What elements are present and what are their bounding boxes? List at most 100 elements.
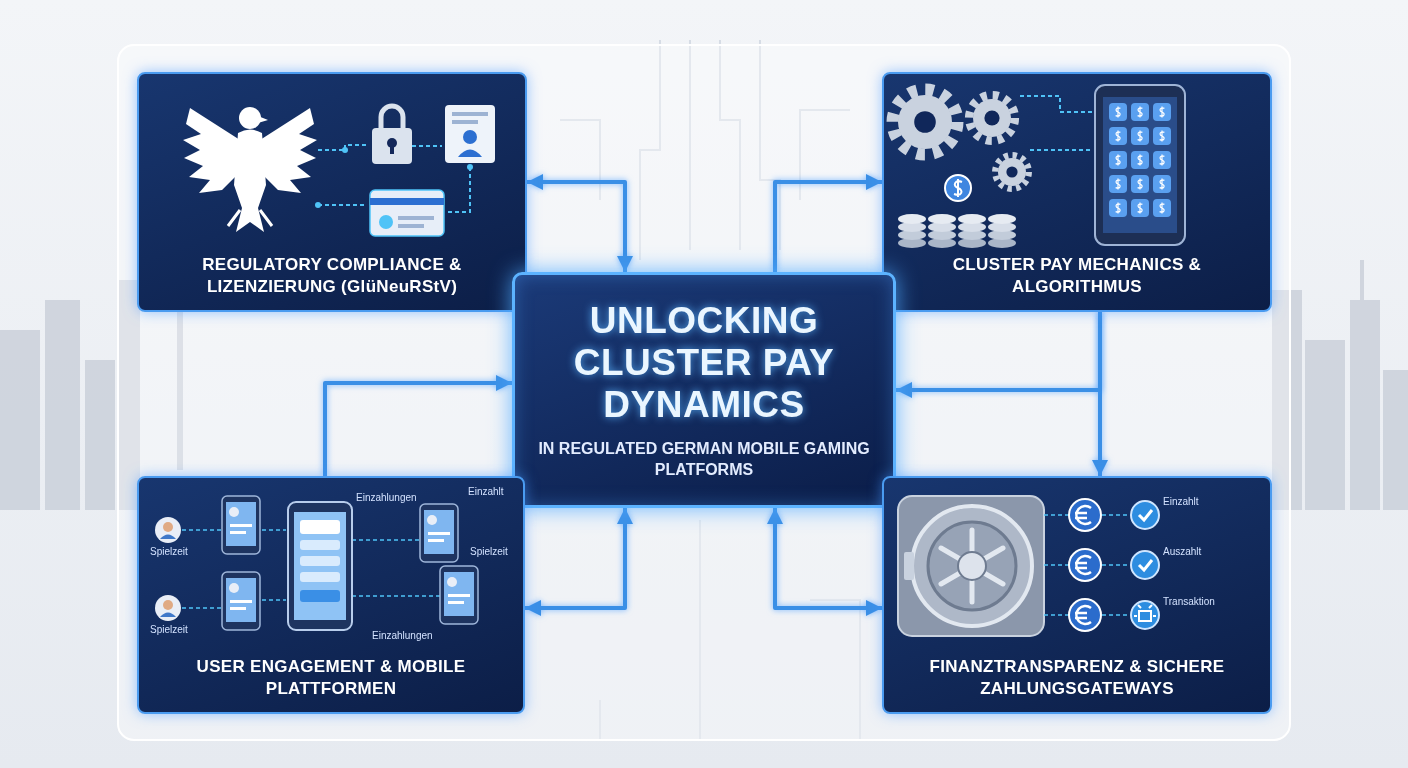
dashed-link <box>1044 514 1068 516</box>
mobile-phones <box>440 566 478 624</box>
user-avatars <box>155 517 181 621</box>
panel-title: CLUSTER PAY MECHANICS & ALGORITHMUS <box>896 254 1258 298</box>
circuit-lines <box>800 110 850 200</box>
vault-icon <box>972 548 1003 566</box>
dashed-link <box>318 145 470 212</box>
status-icons <box>1131 601 1159 629</box>
mobile-phones <box>222 572 260 630</box>
dashed-link <box>1102 614 1130 616</box>
phone-grid <box>1109 103 1127 121</box>
panel-title: USER ENGAGEMENT & MOBILE PLATTFORMEN <box>151 656 511 700</box>
phone-grid <box>1153 127 1171 145</box>
phone-grid <box>1131 175 1149 193</box>
eagle-wing <box>260 108 317 193</box>
vault-icon <box>928 522 1016 610</box>
phone-grid <box>1131 103 1149 121</box>
id-card-icon <box>452 120 478 124</box>
dashed-link <box>1102 514 1130 516</box>
coin-stacks <box>898 214 926 248</box>
dashed-link <box>1020 96 1092 150</box>
dashed-link <box>352 595 440 597</box>
id-card-icon <box>452 112 488 116</box>
eagle-wing <box>183 108 240 193</box>
vault-icon <box>970 530 975 566</box>
status-icons <box>1134 605 1156 621</box>
skyline <box>85 360 115 510</box>
vault-icon <box>898 496 1044 636</box>
icon-label: Einzahlt <box>1163 496 1199 508</box>
coin-stacks <box>898 214 1016 248</box>
dashed-link <box>1102 564 1130 566</box>
circuit-lines <box>760 40 780 250</box>
icon-label: Spielzeit <box>150 546 188 558</box>
mobile-phones <box>300 540 340 550</box>
lock-icon <box>381 106 403 130</box>
mobile-phones <box>300 572 340 582</box>
mobile-phones <box>420 504 458 562</box>
circuit-lines <box>699 520 701 740</box>
phone-grid <box>1131 127 1149 145</box>
dashed-link <box>182 607 222 609</box>
eagle-emblem <box>234 130 266 233</box>
lock-icon <box>390 145 394 154</box>
circuit-lines <box>640 40 660 260</box>
gear-icons <box>969 95 1015 141</box>
flow-arrow <box>325 383 512 476</box>
icon-label: Einzahlungen <box>356 492 417 504</box>
dollar-coin <box>945 175 971 201</box>
icon-label: Einzahlungen <box>372 630 433 642</box>
circuit-lines <box>599 700 601 740</box>
euro-icons <box>1069 599 1101 631</box>
dashed-link <box>262 599 286 601</box>
mobile-phones <box>294 512 346 620</box>
id-card-icon <box>445 105 495 163</box>
lock-icon <box>372 106 412 164</box>
panel-title: FINANZTRANSPARENZ & SICHERE ZAHLUNGSGATE… <box>896 656 1258 700</box>
status-icons <box>1131 501 1159 529</box>
mobile-phones <box>288 502 352 630</box>
dashed-link <box>352 539 420 541</box>
dashed-link <box>1044 515 1130 615</box>
phone-grid <box>1095 85 1185 245</box>
dashed-link <box>448 167 470 212</box>
vault-icon <box>912 506 1032 626</box>
eagle-emblem <box>228 210 272 226</box>
dashed-link <box>1044 564 1068 566</box>
phone-grid <box>1153 103 1171 121</box>
skyline <box>1360 260 1364 300</box>
euro-icons <box>1069 499 1101 631</box>
dashed-link <box>412 145 442 147</box>
phone-grid <box>1153 151 1171 169</box>
vault-icon <box>970 566 975 602</box>
flow-arrow <box>775 508 882 608</box>
mobile-phones <box>300 556 340 566</box>
flow-arrow <box>775 182 882 272</box>
link-dot <box>315 202 321 208</box>
license-card-icon <box>398 224 424 228</box>
euro-icons <box>1069 549 1101 581</box>
icon-label: Einzahlt <box>468 486 504 498</box>
phone-grid <box>1153 199 1171 217</box>
skyline <box>1350 300 1380 510</box>
dashed-link <box>1030 149 1092 151</box>
eagle-wing <box>183 108 240 193</box>
flow-arrow <box>896 312 1100 390</box>
license-card-icon <box>370 190 444 236</box>
vault-icon <box>941 548 972 566</box>
dollar-coin <box>954 179 962 197</box>
topic-panel: USER ENGAGEMENT & MOBILE PLATTFORMEN <box>137 476 525 714</box>
vault-icon <box>941 566 972 584</box>
mobile-phones <box>300 520 340 534</box>
dashed-link <box>318 145 368 150</box>
panel-title: REGULATORY COMPLIANCE & LIZENZIERUNG (Gl… <box>151 254 513 298</box>
panel-caption: CLUSTER PAY MECHANICS & ALGORITHMUS <box>896 254 1258 298</box>
dashed-link <box>182 529 222 531</box>
user-avatars <box>155 517 181 543</box>
skyline <box>0 330 40 510</box>
central-hub-box: UNLOCKING CLUSTER PAY DYNAMICSIN REGULAT… <box>512 272 896 508</box>
eagle-emblem <box>258 116 268 123</box>
coin-stacks <box>928 214 956 248</box>
mobile-phones <box>300 590 340 602</box>
flow-arrow <box>525 508 625 608</box>
